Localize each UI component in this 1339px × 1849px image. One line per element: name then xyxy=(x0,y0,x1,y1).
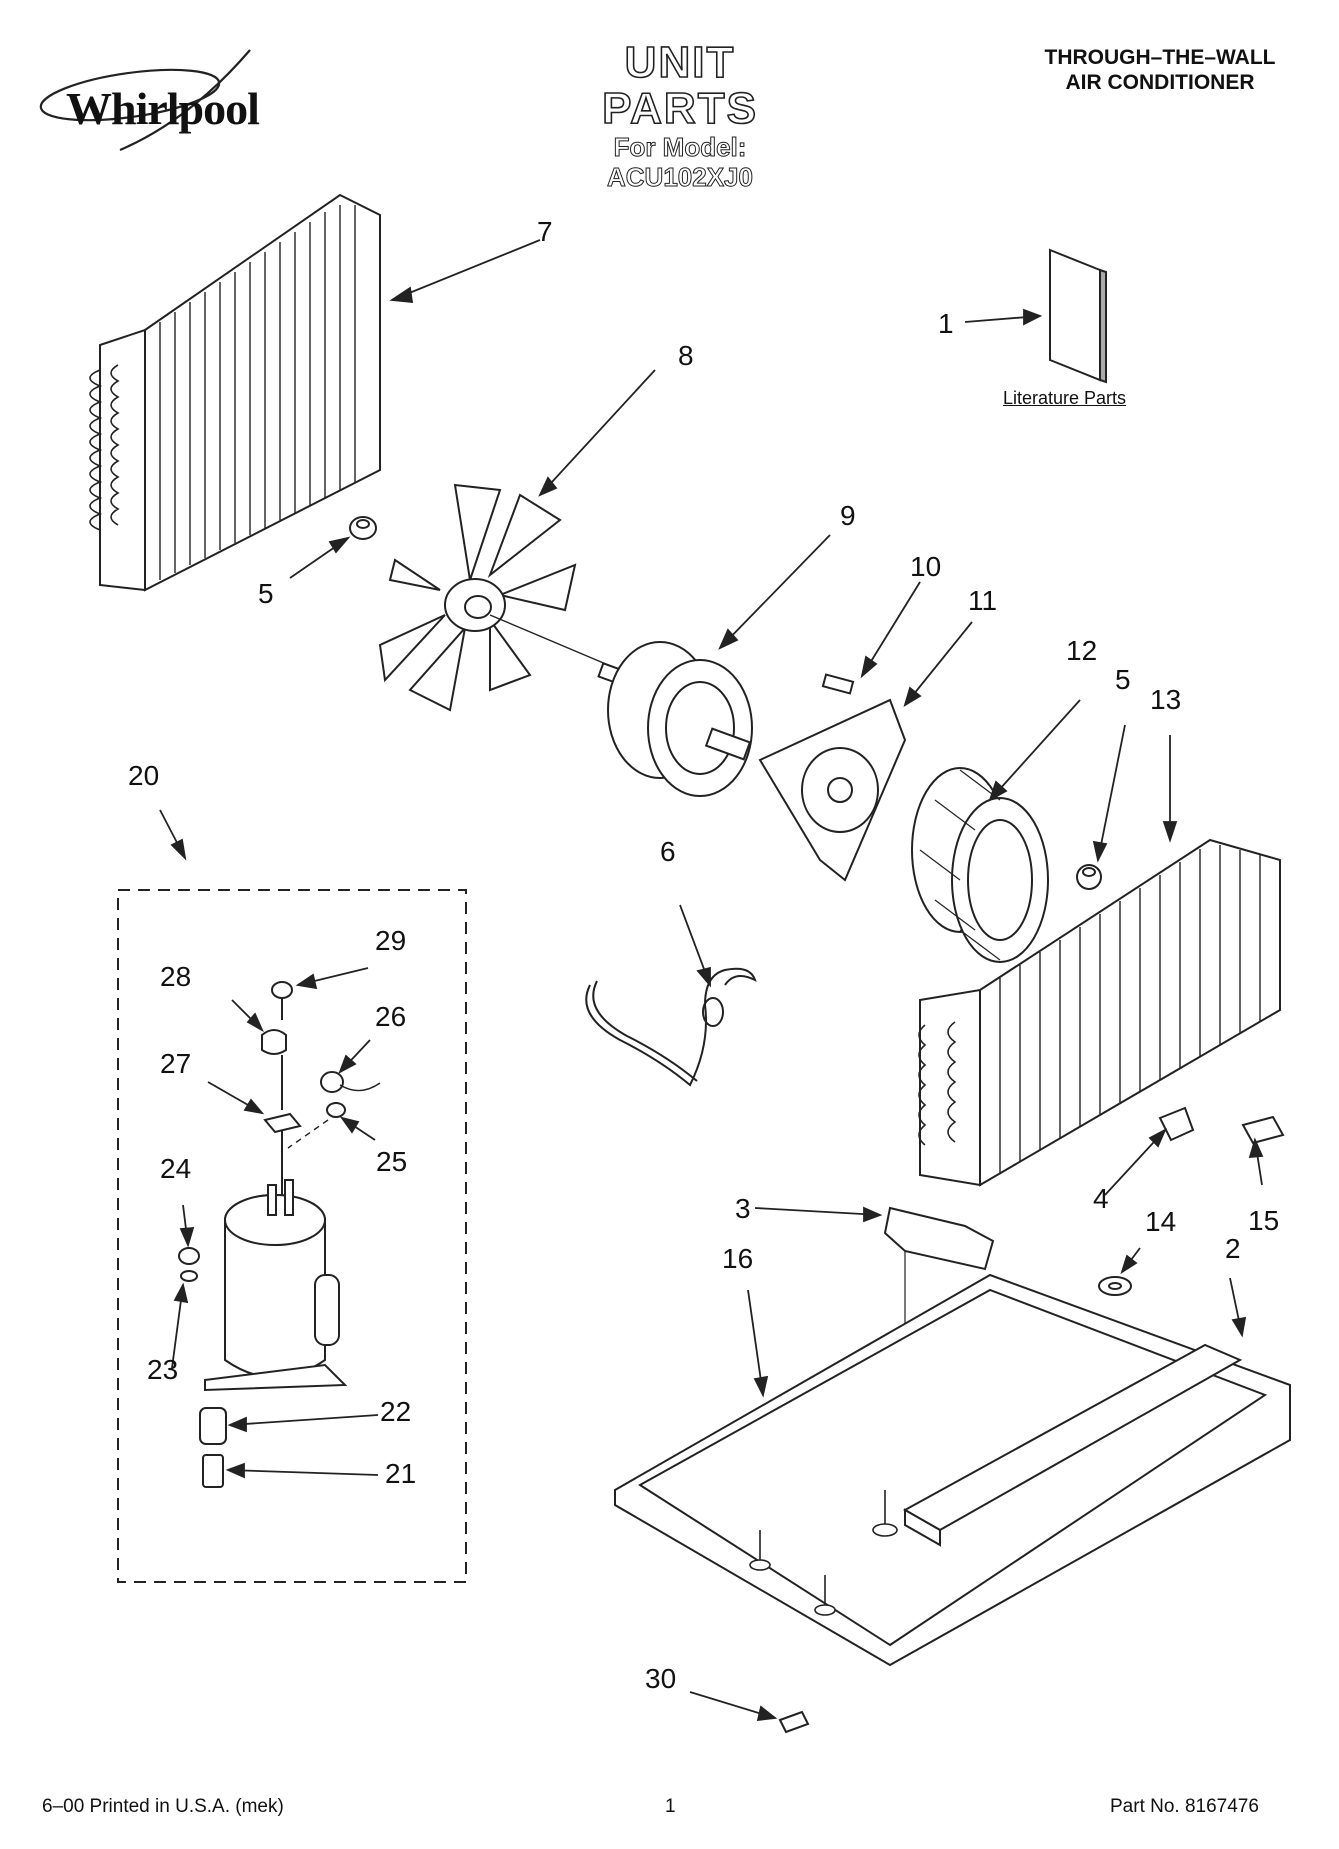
whirlpool-logo: Whirlpool xyxy=(38,40,278,160)
callout-24: 24 xyxy=(160,1153,192,1184)
callout-9: 9 xyxy=(840,500,856,531)
callout-14: 14 xyxy=(1145,1206,1177,1237)
washer-14 xyxy=(1098,1276,1132,1296)
callout-arrows xyxy=(159,239,1264,1722)
base-pan-16 xyxy=(614,1273,1291,1667)
callout-16: 16 xyxy=(722,1243,754,1274)
part-number: Part No. 8167476 xyxy=(1110,1796,1259,1817)
product-line-2: AIR CONDITIONER xyxy=(1065,71,1255,94)
bracket-4 xyxy=(1158,1106,1195,1142)
literature-parts-label: Literature Parts xyxy=(1003,388,1127,408)
blower-wheel-12 xyxy=(911,767,1049,963)
evaporator-coil-13 xyxy=(918,838,1281,1187)
callout-28: 28 xyxy=(160,961,192,992)
condenser-coil-7 xyxy=(89,193,381,592)
callout-13: 13 xyxy=(1150,684,1182,715)
page-title-block: UNIT PARTS For Model: ACU102XJ0 xyxy=(540,38,820,193)
callout-10: 10 xyxy=(910,551,942,582)
brand-name: Whirlpool xyxy=(66,83,260,134)
callout-3: 3 xyxy=(735,1193,751,1224)
callout-5-right: 5 xyxy=(1115,664,1131,695)
page-number: 1 xyxy=(665,1796,676,1817)
model-number: For Model: ACU102XJ0 xyxy=(607,132,754,193)
callout-23: 23 xyxy=(147,1354,179,1385)
callout-8: 8 xyxy=(678,340,694,371)
pad-3 xyxy=(883,1206,995,1271)
callout-6: 6 xyxy=(660,836,676,867)
wire-6 xyxy=(585,967,757,1087)
print-info: 6–00 Printed in U.S.A. (mek) xyxy=(42,1796,284,1817)
callout-25: 25 xyxy=(376,1146,408,1177)
callout-22: 22 xyxy=(380,1396,412,1427)
motor-mount-11 xyxy=(758,698,907,882)
callout-26: 26 xyxy=(375,1001,407,1032)
callout-1: 1 xyxy=(938,308,954,339)
product-line-1: THROUGH–THE–WALL xyxy=(1044,46,1276,69)
clip-15 xyxy=(1241,1115,1285,1145)
motor-9 xyxy=(597,641,753,797)
callout-20: 20 xyxy=(128,760,160,791)
drain-tray-2 xyxy=(902,1343,1243,1547)
callout-11: 11 xyxy=(968,585,998,616)
callout-5-left: 5 xyxy=(258,578,274,609)
callout-29: 29 xyxy=(375,925,407,956)
base-bolts xyxy=(749,1490,898,1616)
callout-21: 21 xyxy=(385,1458,417,1489)
callout-27: 27 xyxy=(160,1048,192,1079)
fan-blade-8 xyxy=(378,483,577,712)
callout-2: 2 xyxy=(1225,1233,1241,1264)
literature-1 xyxy=(1049,248,1107,384)
screw-30 xyxy=(778,1710,810,1734)
page-title: UNIT PARTS xyxy=(601,38,758,133)
callout-7: 7 xyxy=(537,216,553,247)
callout-30: 30 xyxy=(645,1663,677,1694)
callout-15: 15 xyxy=(1248,1205,1280,1236)
compressor-parts xyxy=(178,981,381,1488)
callout-4: 4 xyxy=(1093,1183,1109,1214)
product-type: THROUGH–THE–WALL AIR CONDITIONER xyxy=(1000,45,1320,95)
callout-12: 12 xyxy=(1066,635,1098,666)
screw-10 xyxy=(821,673,855,695)
clip-5-left xyxy=(349,516,377,540)
clip-5-right xyxy=(1076,864,1102,890)
whirlpool-swoosh-icon xyxy=(39,49,251,152)
